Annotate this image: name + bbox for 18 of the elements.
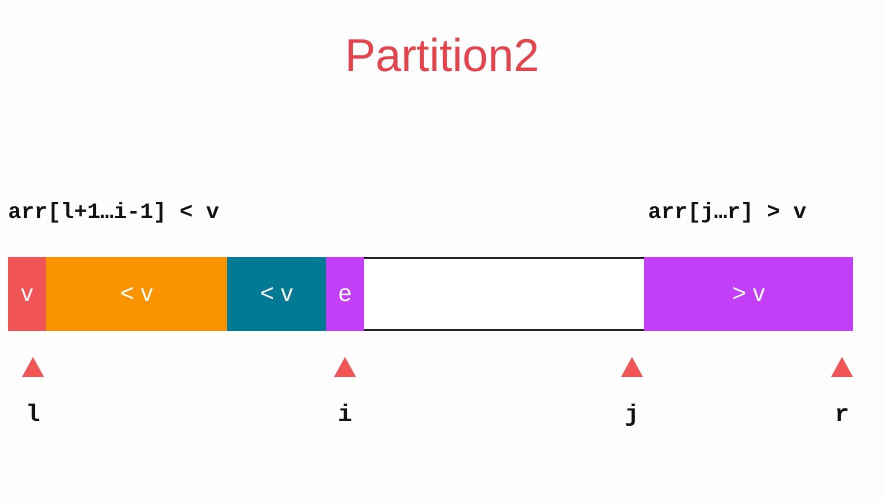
index-label: i [336, 402, 354, 429]
current-element-segment [326, 257, 364, 331]
less-than-segment [227, 257, 326, 331]
range-label: arr[j…r] > v [648, 200, 806, 225]
index-label: r [834, 402, 850, 429]
range-label: arr[l+1…i-1] < v [8, 200, 220, 225]
pivot-segment [8, 257, 46, 331]
title: Partition2 [344, 28, 540, 82]
unprocessed-segment [364, 257, 644, 331]
index-label: l [24, 402, 42, 429]
segment-label: < v [120, 280, 153, 308]
index-label: j [624, 402, 640, 429]
less-than-segment [46, 257, 227, 331]
segment-label: e [338, 280, 352, 308]
segment-label: v [21, 280, 33, 308]
segment-label: > v [732, 280, 765, 308]
greater-than-segment [644, 257, 853, 331]
segment-label: < v [260, 280, 293, 308]
